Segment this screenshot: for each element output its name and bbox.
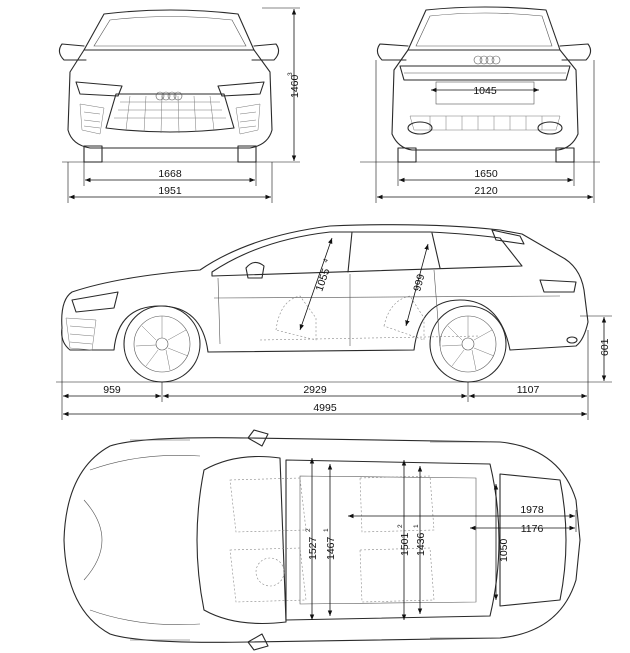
top-car-body bbox=[63, 429, 581, 651]
front-height-note: 3 bbox=[287, 72, 294, 76]
front-car-body bbox=[58, 9, 280, 163]
front-headroom-note: 4 bbox=[322, 258, 330, 264]
front-headroom-label: 1055 bbox=[313, 267, 332, 293]
front-shoulder-note: 2 bbox=[305, 528, 312, 532]
front-overhang-label: 959 bbox=[103, 384, 121, 396]
rear-shoulder-note: 2 bbox=[397, 524, 404, 528]
rear-headroom-label: 999 bbox=[411, 273, 427, 293]
rear-track-label: 1650 bbox=[474, 168, 498, 180]
length-label: 4995 bbox=[313, 402, 337, 414]
rear-elbow-label: 1436 bbox=[415, 532, 427, 556]
front-view: 1460 3 1668 1951 bbox=[58, 7, 301, 203]
wheelbase-label: 2929 bbox=[303, 384, 327, 396]
side-view: 1055 4 999 601 959 2929 1107 4995 bbox=[56, 224, 612, 420]
cargo-length-label: 1978 bbox=[520, 504, 544, 516]
cargo-width-label: 1050 bbox=[498, 538, 510, 562]
front-track-label: 1668 bbox=[158, 168, 182, 180]
front-shoulder-label: 1527 bbox=[307, 536, 319, 560]
front-height-label: 1460 bbox=[289, 74, 301, 98]
side-car-body bbox=[61, 224, 589, 383]
rear-tailgate-label: 1045 bbox=[473, 85, 497, 97]
top-view: 1527 2 1467 1 1501 2 1436 1 1050 1978 11… bbox=[63, 429, 581, 651]
rear-height-label: 601 bbox=[599, 338, 611, 356]
rear-overhang-label: 1107 bbox=[517, 384, 540, 396]
front-width-label: 1951 bbox=[158, 185, 182, 197]
rear-width-label: 2120 bbox=[474, 185, 498, 197]
rear-elbow-note: 1 bbox=[413, 524, 420, 528]
front-elbow-note: 1 bbox=[323, 528, 330, 532]
rear-view: 1045 1650 2120 bbox=[360, 6, 600, 203]
front-elbow-label: 1467 bbox=[325, 536, 337, 560]
cargo-length-seats-up-label: 1176 bbox=[521, 523, 544, 535]
rear-shoulder-label: 1501 bbox=[399, 532, 411, 556]
